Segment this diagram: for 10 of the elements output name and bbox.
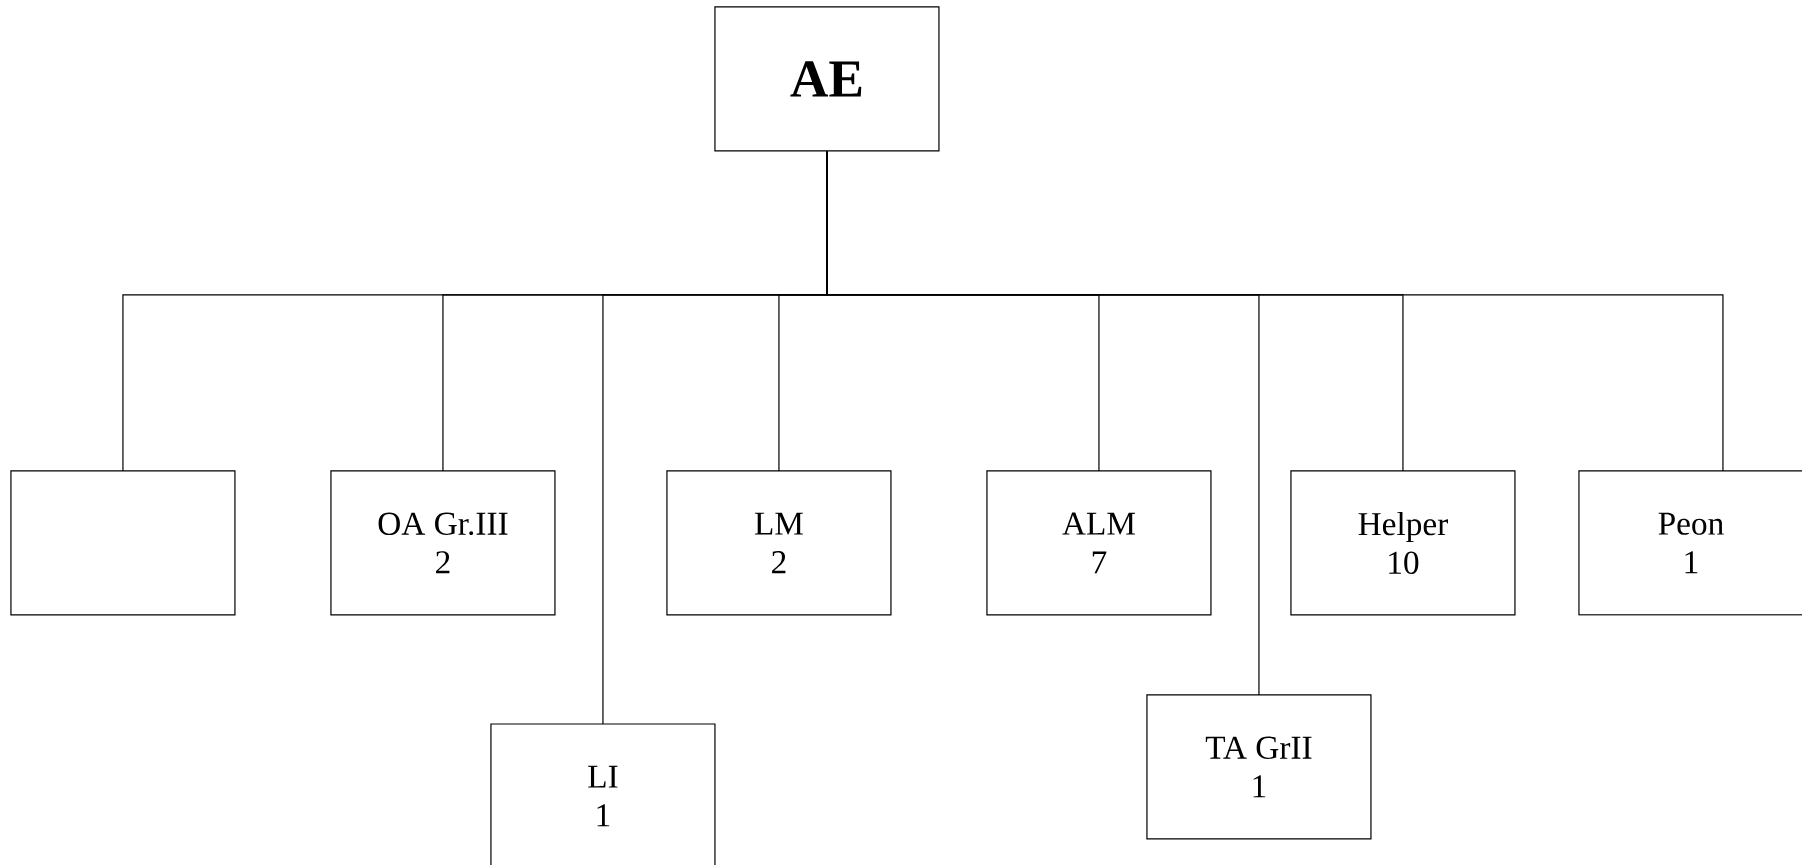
position-box: LM 2 <box>666 470 892 616</box>
position-box: ALM 7 <box>986 470 1212 616</box>
position-box: TA GrII 1 <box>1146 694 1372 840</box>
position-box: LI 1 <box>490 723 716 865</box>
position-box: Helper 10 <box>1290 470 1516 616</box>
title-box: AE <box>714 6 940 152</box>
position-box: Peon 1 <box>1578 470 1802 616</box>
position-box: OA Gr.III 2 <box>330 470 556 616</box>
empty-box <box>10 470 236 616</box>
connector-line <box>826 150 1724 472</box>
